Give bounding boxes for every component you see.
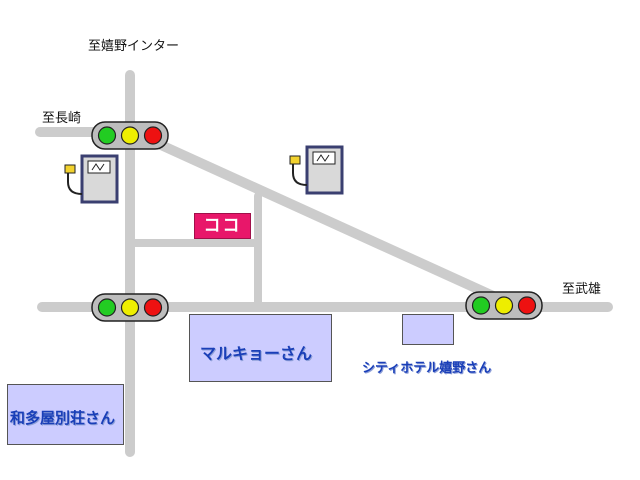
building-marukyo-label: マルキョーさん xyxy=(200,344,313,363)
building-wataya xyxy=(7,384,124,445)
gas-station-icon xyxy=(64,154,119,204)
building-city-hotel xyxy=(402,314,454,345)
building-wataya-label: 和多屋別荘さん xyxy=(10,409,116,427)
building-city-hotel-label: シティホテル嬉野さん xyxy=(362,361,492,376)
direction-takeo: 至武雄 xyxy=(562,282,602,297)
direction-nagasaki: 至長崎 xyxy=(42,111,82,126)
traffic-light-icon xyxy=(91,121,169,150)
direction-ureshino-ic: 至嬉野インター xyxy=(88,39,180,54)
road-diagonal xyxy=(145,135,507,305)
gas-station-icon xyxy=(289,145,344,195)
building-marukyo xyxy=(189,314,332,382)
traffic-light-icon xyxy=(465,291,543,320)
current-location-marker: ココ xyxy=(194,213,251,239)
traffic-light-icon xyxy=(91,293,169,322)
